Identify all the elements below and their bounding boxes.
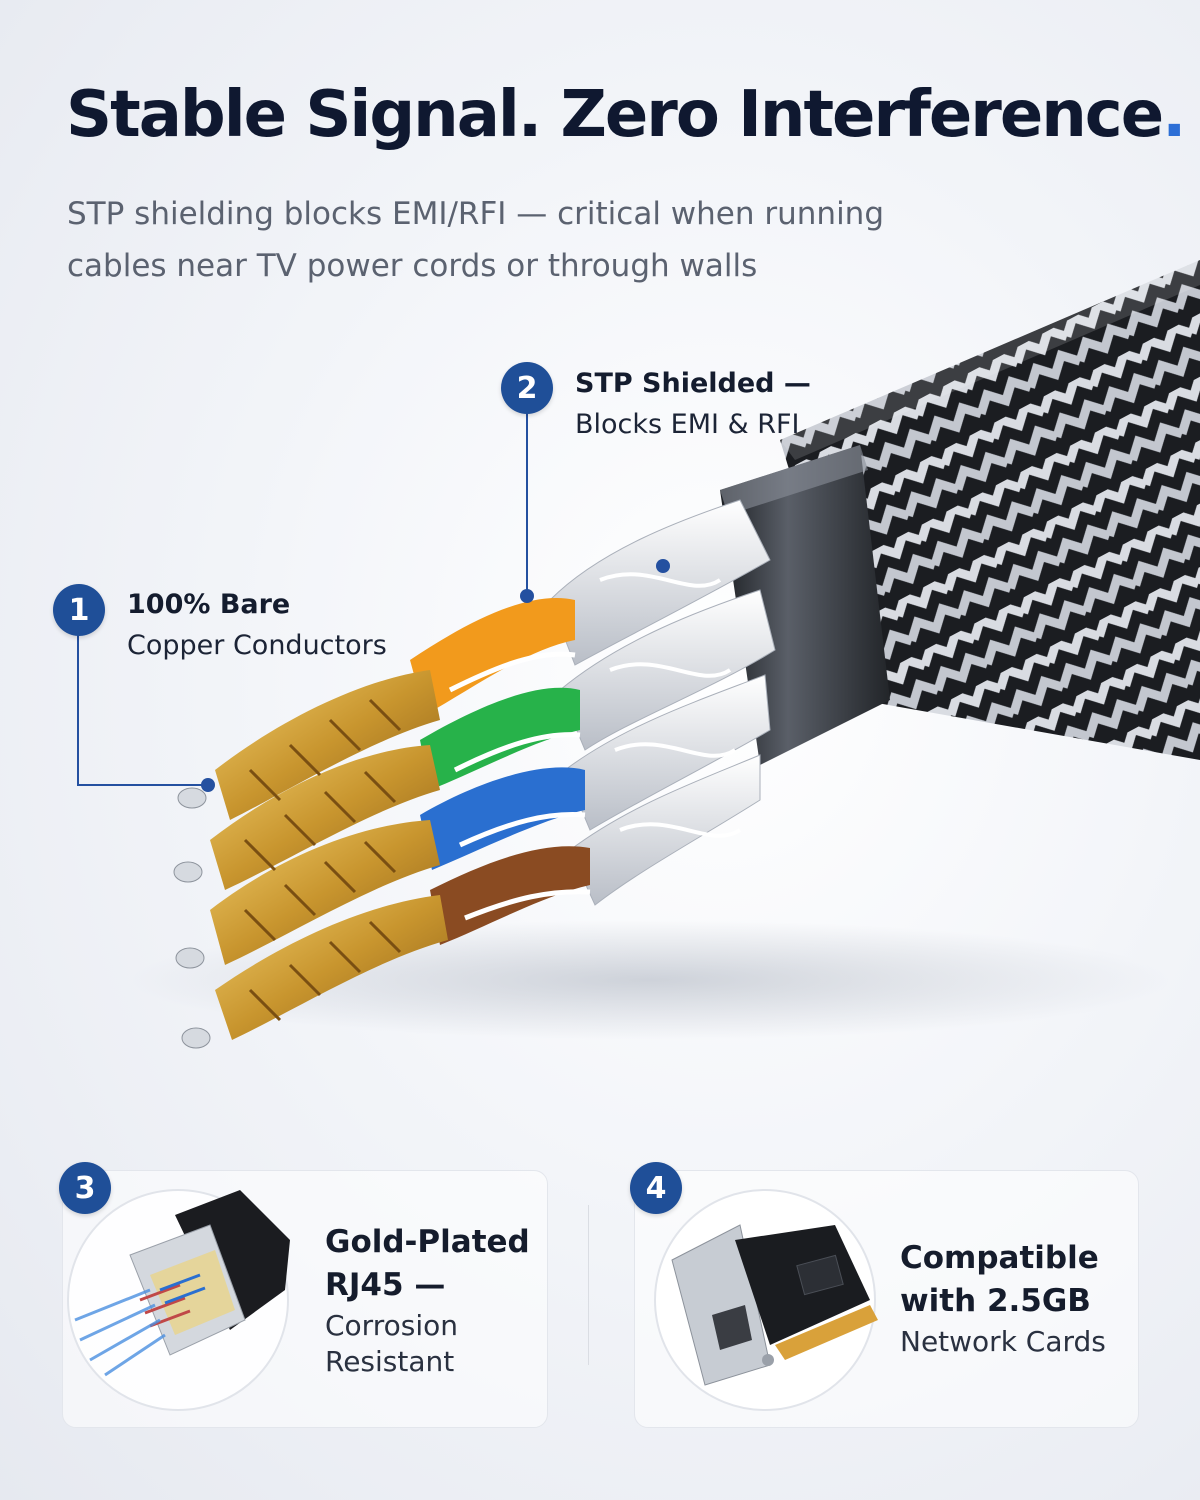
subtitle-line-1: STP shielding blocks EMI/RFI — critical … [67,196,885,232]
page-title: Stable Signal. Zero Interference. [66,78,1186,152]
feature-3-badge: 3 [59,1162,111,1214]
callout-1-badge: 1 [53,584,105,636]
copper-conductors [173,670,448,1049]
subtitle-line-2: cables near TV power cords or through wa… [67,248,758,284]
feature-4-title: Compatible with 2.5GB [900,1237,1099,1323]
card-divider [588,1205,589,1365]
feature-3-sub-line-2: Resistant [325,1345,455,1378]
callout-2-anchor [520,589,534,603]
callout-2-subtitle: Blocks EMI & RFI [575,409,800,440]
callout-1-anchor [201,778,215,792]
feature-3-title-line-2: RJ45 — [325,1267,446,1303]
feature-3-title-line-1: Gold-Plated [325,1224,530,1260]
shield-anchor-dot [656,559,670,573]
title-accent-dot: . [1162,78,1186,152]
callout-2-badge: 2 [501,362,553,414]
feature-4-title-line-2: with 2.5GB [900,1283,1091,1319]
callout-1-subtitle: Copper Conductors [127,630,387,661]
callout-1-leader [77,632,208,786]
braided-jacket [780,260,1200,760]
page-title-text: Stable Signal. Zero Interference [66,78,1164,152]
colored-wires [410,598,591,945]
callout-2-title: STP Shielded — [575,368,811,399]
foil-shield-pairs [549,499,776,906]
page-subtitle: STP shielding blocks EMI/RFI — critical … [67,188,967,292]
feature-4-badge: 4 [630,1162,682,1214]
callout-1-title: 100% Bare [127,589,291,620]
feature-4-subtitle: Network Cards [900,1325,1106,1358]
feature-4-title-line-1: Compatible [900,1240,1099,1276]
feature-3-sub-line-1: Corrosion [325,1309,458,1342]
